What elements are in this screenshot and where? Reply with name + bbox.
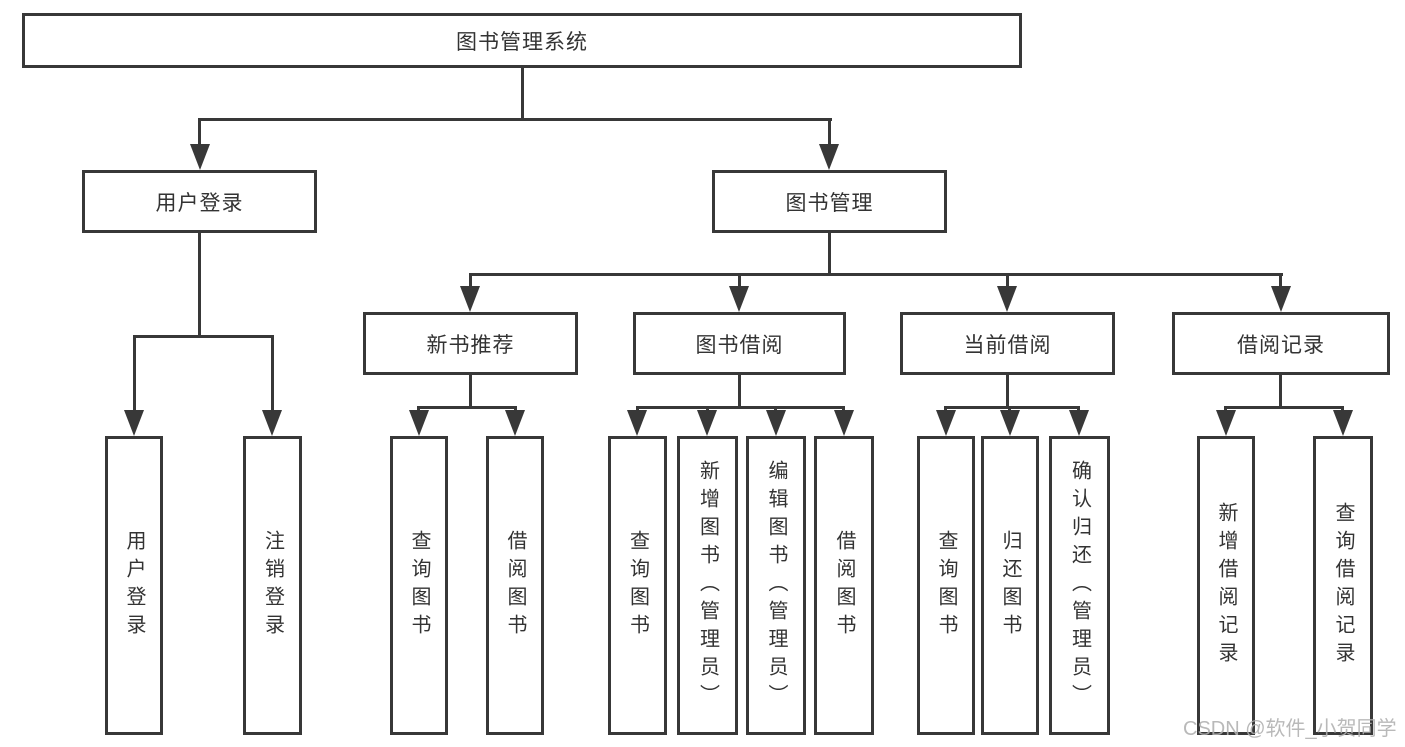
leaf-query-borrow-record: 查询借阅记录 bbox=[1313, 436, 1373, 735]
arrowhead-down-icon bbox=[409, 410, 429, 436]
connector-vline bbox=[828, 233, 831, 273]
leaf-user-login: 用户登录 bbox=[105, 436, 163, 735]
arrowhead-down-icon bbox=[697, 410, 717, 436]
node-label: 新书推荐 bbox=[426, 333, 515, 357]
connector-vline bbox=[469, 375, 472, 406]
arrowhead-down-icon bbox=[997, 286, 1017, 312]
connector-hline bbox=[1224, 406, 1344, 409]
arrowhead-down-icon bbox=[819, 144, 839, 170]
connector-vline bbox=[1006, 273, 1009, 291]
leaf-label: 新增图书（管理员） bbox=[696, 459, 719, 712]
leaf-label: 查询借阅记录 bbox=[1332, 501, 1354, 670]
arrowhead-down-icon bbox=[1000, 410, 1020, 436]
node-user-login: 用户登录 bbox=[82, 170, 317, 233]
node-label: 用户登录 bbox=[155, 191, 244, 215]
leaf-label: 查询图书 bbox=[408, 529, 430, 642]
leaf-confirm-return-admin: 确认归还（管理员） bbox=[1049, 436, 1110, 735]
node-label: 当前借阅 bbox=[963, 333, 1052, 357]
arrowhead-down-icon bbox=[1333, 410, 1353, 436]
connector-vline bbox=[828, 118, 831, 150]
node-borrowing-records: 借阅记录 bbox=[1172, 312, 1390, 375]
arrowhead-down-icon bbox=[766, 410, 786, 436]
connector-hline bbox=[469, 273, 1283, 276]
node-label: 借阅记录 bbox=[1237, 333, 1325, 357]
leaf-label: 归还图书 bbox=[999, 529, 1021, 642]
connector-vline bbox=[738, 375, 741, 406]
node-new-book-recommend: 新书推荐 bbox=[363, 312, 578, 375]
csdn-watermark: CSDN @软件_小贺同学 bbox=[1183, 718, 1397, 740]
leaf-label: 新增借阅记录 bbox=[1215, 501, 1237, 670]
connector-vline bbox=[521, 68, 524, 118]
node-label: 图书管理系统 bbox=[456, 30, 588, 54]
node-library-management-system: 图书管理系统 bbox=[22, 13, 1022, 68]
arrowhead-down-icon bbox=[729, 286, 749, 312]
arrowhead-down-icon bbox=[1069, 410, 1089, 436]
connector-vline bbox=[738, 273, 741, 291]
arrowhead-down-icon bbox=[627, 410, 647, 436]
connector-vline bbox=[133, 335, 136, 414]
node-current-borrowing: 当前借阅 bbox=[900, 312, 1115, 375]
arrowhead-down-icon bbox=[124, 410, 144, 436]
connector-hline bbox=[198, 118, 832, 121]
connector-vline bbox=[1006, 375, 1009, 406]
leaf-add-borrow-record: 新增借阅记录 bbox=[1197, 436, 1255, 735]
arrowhead-down-icon bbox=[505, 410, 525, 436]
node-book-management: 图书管理 bbox=[712, 170, 947, 233]
arrowhead-down-icon bbox=[1216, 410, 1236, 436]
node-label: 图书借阅 bbox=[695, 333, 784, 357]
leaf-label: 借阅图书 bbox=[504, 529, 526, 642]
leaf-query-books-borrowing: 查询图书 bbox=[608, 436, 667, 735]
connector-vline bbox=[1279, 375, 1282, 406]
arrowhead-down-icon bbox=[936, 410, 956, 436]
leaf-label: 确认归还（管理员） bbox=[1068, 459, 1091, 712]
connector-vline bbox=[198, 118, 201, 150]
arrowhead-down-icon bbox=[262, 410, 282, 436]
leaf-label: 注销登录 bbox=[261, 529, 284, 642]
connector-hline bbox=[417, 406, 517, 409]
arrowhead-down-icon bbox=[1271, 286, 1291, 312]
leaf-label: 用户登录 bbox=[123, 529, 145, 642]
connector-vline bbox=[469, 273, 472, 291]
arrowhead-down-icon bbox=[834, 410, 854, 436]
leaf-label: 查询图书 bbox=[626, 529, 649, 642]
connector-hline bbox=[133, 335, 274, 338]
connector-hline bbox=[944, 406, 1080, 409]
leaf-query-books-recommend: 查询图书 bbox=[390, 436, 448, 735]
node-book-borrowing: 图书借阅 bbox=[633, 312, 846, 375]
leaf-edit-books-admin: 编辑图书（管理员） bbox=[746, 436, 806, 735]
connector-vline bbox=[1279, 273, 1282, 291]
leaf-query-books-current: 查询图书 bbox=[917, 436, 975, 735]
leaf-return-books: 归还图书 bbox=[981, 436, 1039, 735]
arrowhead-down-icon bbox=[460, 286, 480, 312]
leaf-label: 借阅图书 bbox=[833, 529, 855, 642]
connector-hline bbox=[636, 406, 845, 409]
connector-vline bbox=[198, 233, 201, 335]
leaf-borrow-books: 借阅图书 bbox=[814, 436, 874, 735]
leaf-label: 查询图书 bbox=[935, 529, 957, 642]
leaf-borrow-books-recommend: 借阅图书 bbox=[486, 436, 544, 735]
node-label: 图书管理 bbox=[785, 191, 874, 215]
arrowhead-down-icon bbox=[190, 144, 210, 170]
leaf-add-books-admin: 新增图书（管理员） bbox=[677, 436, 738, 735]
leaf-logout: 注销登录 bbox=[243, 436, 302, 735]
leaf-label: 编辑图书（管理员） bbox=[765, 459, 787, 712]
connector-vline bbox=[271, 335, 274, 414]
